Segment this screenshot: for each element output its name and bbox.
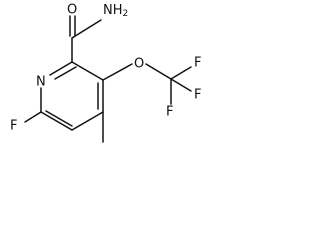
atom-f-2: F — [194, 88, 201, 103]
atom-n-ring: N — [36, 75, 46, 90]
ring-double-c6-c5 — [45, 110, 73, 127]
amide-cn-bond — [71, 19, 102, 39]
atom-f-3: F — [166, 105, 173, 120]
amine-nh-text: NH — [103, 3, 123, 18]
atom-o-ether: O — [134, 57, 144, 72]
ring-bond-c5-c4 — [71, 111, 104, 131]
ring-bond-c3-c2 — [71, 61, 104, 81]
ether-bond-ring-o — [102, 63, 133, 81]
chemical-structure: O NH2 N F O F F F — [10, 3, 201, 143]
atom-f-1: F — [194, 56, 201, 71]
atom-amine-nh: NH2 — [103, 3, 128, 19]
cf3-bond-f2 — [170, 78, 192, 92]
fluoro-bond — [24, 111, 42, 123]
cf3-bond-f1 — [170, 66, 192, 80]
bonds — [24, 15, 192, 143]
atom-o-carbonyl: O — [67, 3, 77, 18]
structure-canvas: O NH2 N F O F F F — [0, 0, 222, 158]
ring-double-c2-n — [54, 66, 77, 80]
amine-subscript: 2 — [123, 9, 129, 19]
ring-bond-c2-n — [49, 61, 73, 76]
ring-bond-c6-c5 — [40, 111, 73, 131]
atom-labels: O NH2 N F O F F F — [10, 3, 201, 134]
atom-f-ring: F — [10, 119, 17, 134]
ether-bond-o-cf3 — [145, 63, 172, 80]
